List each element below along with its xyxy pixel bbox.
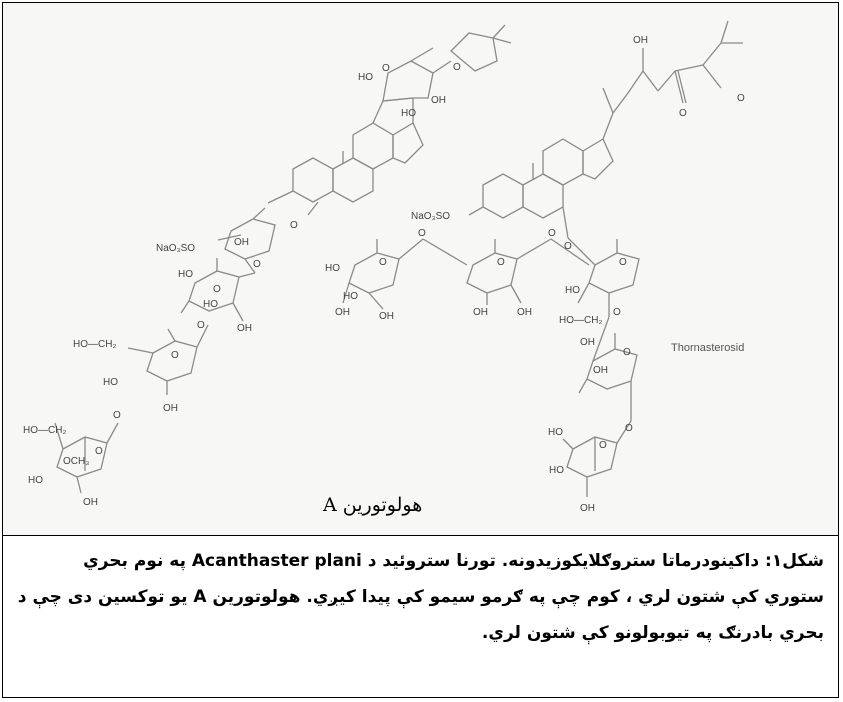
label-ho-ch2: HO—CH₂ <box>23 425 66 436</box>
label-o: O <box>171 350 179 361</box>
label-ho: HO <box>325 263 340 274</box>
label-oh: OH <box>580 337 595 348</box>
label-o: O <box>382 63 390 74</box>
label-o: O <box>497 257 505 268</box>
label-ho: HO <box>103 377 118 388</box>
thor-ring-b <box>522 173 564 219</box>
label-o: O <box>679 108 687 119</box>
label-o: O <box>625 423 633 434</box>
caption-line-3: بحري بادرنګ په تيوبولونو کې شتون لري. <box>481 623 824 643</box>
label-o: O <box>113 410 121 421</box>
thor-sugar-5 <box>566 436 618 478</box>
hol-sugar-1 <box>224 218 276 260</box>
label-o: O <box>548 228 556 239</box>
label-o: O <box>95 446 103 457</box>
label-och3: OCH₃ <box>63 456 89 467</box>
label-o: O <box>213 284 221 295</box>
thor-ring-a <box>482 173 524 219</box>
label-o: O <box>379 257 387 268</box>
label-oh: OH <box>517 307 532 318</box>
label-oh: OH <box>379 311 394 322</box>
hol-ring-a <box>292 157 334 203</box>
caption-divider <box>3 535 838 536</box>
label-ho: HO <box>203 299 218 310</box>
label-oh: OH <box>335 307 350 318</box>
label-oh: OH <box>163 403 178 414</box>
label-ho: HO <box>358 72 373 83</box>
label-o: O <box>599 440 607 451</box>
thor-ring-d <box>582 138 614 180</box>
hol-lactone <box>382 60 434 102</box>
label-o: O <box>453 62 461 73</box>
label-ho: HO <box>565 285 580 296</box>
figure-caption: شکل۱: داکینودرماتا ستروګلايکوزيدونه. تور… <box>13 543 824 651</box>
label-oh: OH <box>83 497 98 508</box>
label-oh: OH <box>237 323 252 334</box>
label-oh: OH <box>473 307 488 318</box>
holothurin-a-label: هولوتورين A <box>322 494 422 516</box>
thor-sugar-3 <box>588 252 640 294</box>
label-o: O <box>253 259 261 270</box>
label-ho: HO <box>28 475 43 486</box>
label-o: O <box>197 320 205 331</box>
caption-line-2: ستوري کې شتون لري ، کوم چې په ګرمو سيمو … <box>17 587 824 607</box>
label-ho-ch2: HO—CH₂ <box>73 339 116 350</box>
label-ho-ch2: HO—CH₂ <box>559 315 602 326</box>
label-ho: HO <box>549 465 564 476</box>
thor-sugar-2 <box>466 252 518 294</box>
label-o: O <box>418 228 426 239</box>
label-oh: OH <box>431 95 446 106</box>
label-ho: HO <box>548 427 563 438</box>
thor-ring-c <box>542 138 584 186</box>
label-oh: OH <box>593 365 608 376</box>
label-oh: OH <box>580 503 595 514</box>
caption-line-1: شکل۱: داکینودرماتا ستروګلايکوزيدونه. تور… <box>83 551 824 571</box>
hol-ring-d <box>392 122 424 164</box>
hol-thf <box>450 32 498 72</box>
label-naso3-left: NaO₃SO <box>156 243 195 254</box>
label-o: O <box>623 347 631 358</box>
label-o: O <box>564 241 572 252</box>
chemical-structures-figure: HO HO OH O O O OH NaO₃SO O HO HO O OH O … <box>3 3 838 535</box>
thornasterosid-label: Thornasterosid <box>671 342 744 354</box>
hol-sugar-3 <box>146 340 198 382</box>
label-o: O <box>290 220 298 231</box>
label-oh: OH <box>633 35 648 46</box>
label-o: O <box>737 93 745 104</box>
hol-ring-b <box>332 157 374 203</box>
label-oh: OH <box>234 237 249 248</box>
thor-sugar-1 <box>348 252 400 294</box>
label-ho: HO <box>343 291 358 302</box>
chemical-structures-svg: HO HO OH O O O OH NaO₃SO O HO HO O OH O … <box>23 20 745 516</box>
label-ho: HO <box>401 108 416 119</box>
label-ho: HO <box>178 269 193 280</box>
label-o: O <box>613 307 621 318</box>
label-o: O <box>619 257 627 268</box>
label-naso3-right: NaO₃SO <box>411 211 450 222</box>
hol-ring-c <box>352 122 394 170</box>
